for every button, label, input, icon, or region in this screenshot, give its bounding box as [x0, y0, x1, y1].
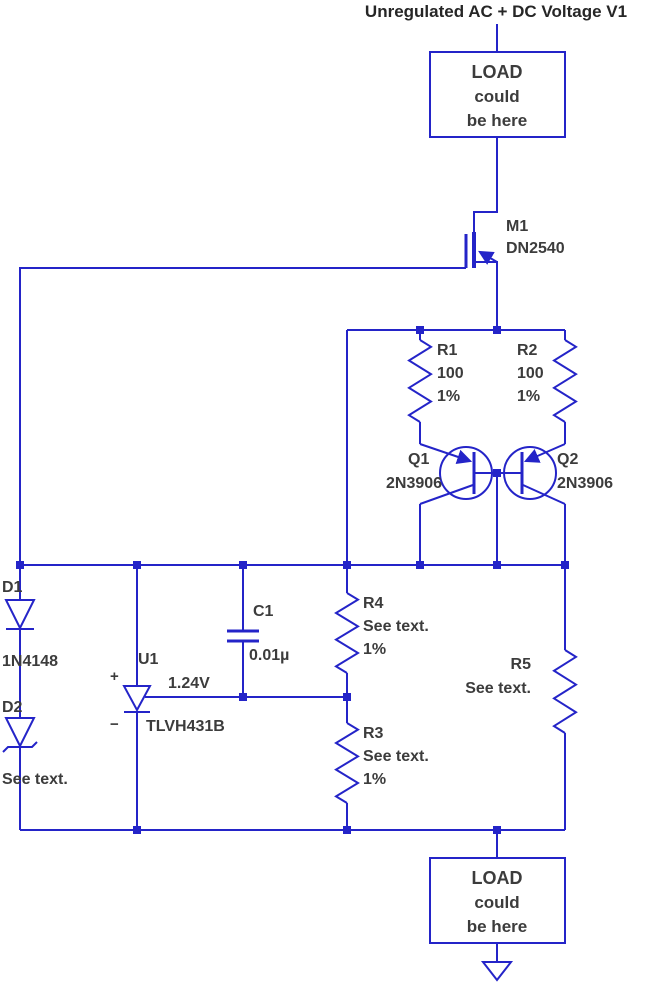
resistor-r2: R2 100 1%	[517, 330, 578, 432]
q2-part-label: 2N3906	[557, 475, 613, 492]
q1-emitter	[419, 443, 473, 464]
d2-ref-label: D2	[2, 699, 23, 716]
load-bottom-line3: be here	[467, 917, 527, 936]
r3-ref-label: R3	[363, 725, 384, 742]
r1-zigzag	[407, 339, 433, 423]
d1-triangle	[4, 599, 36, 631]
r1-value-label: 100	[437, 365, 464, 382]
junction-dot	[133, 826, 141, 834]
r4-value-label: See text.	[363, 618, 429, 635]
u1-voltage-label: 1.24V	[168, 675, 210, 692]
r2-zigzag	[552, 339, 578, 423]
r4-tol-label: 1%	[363, 641, 386, 658]
load-top-line3: be here	[467, 111, 527, 130]
d1-part-label: 1N4148	[2, 653, 58, 670]
junction-dot	[493, 469, 501, 477]
transistor-q1: Q1 2N3906	[386, 432, 493, 565]
q1-ref-label: Q1	[408, 451, 429, 468]
junction-dot	[343, 826, 351, 834]
unregulated-voltage-label: Unregulated AC + DC Voltage V1	[365, 2, 627, 21]
load-top-line1: LOAD	[472, 62, 523, 82]
r3-value-label: See text.	[363, 748, 429, 765]
junction-dot	[133, 561, 141, 569]
junction-dot	[493, 326, 501, 334]
junction-dot	[343, 693, 351, 701]
m1-drain-wire	[473, 137, 498, 234]
m1-body-arrow	[478, 250, 498, 265]
r5-ref-label: R5	[511, 656, 532, 673]
u1-triangle	[122, 685, 152, 713]
d1-ref-label: D1	[2, 579, 23, 596]
load-box-bottom: LOAD could be here	[429, 857, 566, 944]
junction-dot	[416, 561, 424, 569]
d2-part-label: See text.	[2, 771, 68, 788]
u1-minus-sign: −	[110, 716, 119, 733]
r2-tol-label: 1%	[517, 388, 540, 405]
junction-dots	[16, 326, 569, 834]
load-bottom-line1: LOAD	[472, 868, 523, 888]
r1-ref-label: R1	[437, 342, 458, 359]
resistor-r5: R5 See text.	[465, 565, 578, 830]
c1-ref-label: C1	[253, 603, 274, 620]
resistor-r3: R3 See text. 1%	[334, 697, 429, 830]
u1-part-label: TLVH431B	[146, 718, 225, 735]
r2-value-label: 100	[517, 365, 544, 382]
r3-zigzag	[334, 722, 360, 804]
ground-symbol	[480, 943, 514, 982]
junction-dot	[493, 826, 501, 834]
q2-ref-label: Q2	[557, 451, 578, 468]
diode-d1: D1 1N4148	[2, 579, 58, 718]
d2-triangle	[4, 717, 36, 749]
u1-ref-label: U1	[138, 651, 159, 668]
m1-ref-label: M1	[506, 218, 528, 235]
m1-source-wire	[474, 261, 498, 330]
gate-wire	[19, 267, 466, 600]
transistor-q2: Q2 2N3906	[503, 432, 613, 565]
r4-zigzag	[334, 592, 360, 674]
load-top-line2: could	[474, 87, 519, 106]
resistor-r1: R1 100 1%	[407, 330, 464, 432]
m1-part-label: DN2540	[506, 240, 565, 257]
r5-value-label: See text.	[465, 680, 531, 697]
junction-dot	[239, 693, 247, 701]
junction-dot	[239, 561, 247, 569]
junction-dot	[561, 561, 569, 569]
r2-ref-label: R2	[517, 342, 538, 359]
q1-collector	[419, 484, 474, 505]
junction-dot	[343, 561, 351, 569]
r1-tol-label: 1%	[437, 388, 460, 405]
junction-dot	[416, 326, 424, 334]
junction-dot	[493, 561, 501, 569]
load-bottom-line2: could	[474, 893, 519, 912]
junction-dot	[16, 561, 24, 569]
load-box-top: LOAD could be here	[429, 51, 566, 138]
q1-part-label: 2N3906	[386, 475, 442, 492]
resistor-r4: R4 See text. 1%	[334, 565, 429, 697]
u1-plus-sign: +	[110, 668, 119, 685]
r5-zigzag	[552, 649, 578, 734]
ground-triangle	[480, 961, 514, 982]
r4-ref-label: R4	[363, 595, 384, 612]
c1-value-label: 0.01µ	[249, 647, 289, 664]
q2-body-circle	[503, 446, 557, 500]
shunt-ref-u1: + U1 1.24V − TLVH431B	[110, 565, 347, 830]
diode-d2: D2 See text.	[2, 699, 68, 830]
r3-tol-label: 1%	[363, 771, 386, 788]
mosfet-m1: M1 DN2540	[464, 137, 565, 330]
capacitor-c1: C1 0.01µ	[227, 565, 289, 697]
